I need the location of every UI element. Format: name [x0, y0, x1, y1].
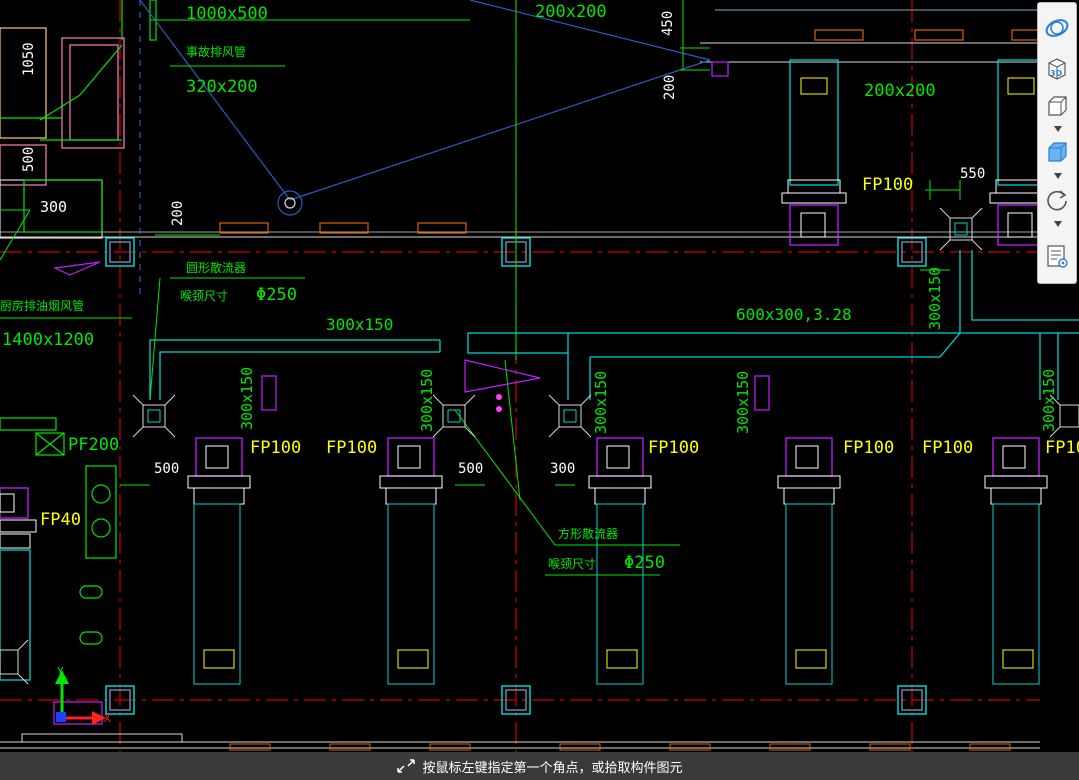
rotate-dropdown[interactable]	[1052, 219, 1064, 229]
view-cube-dropdown[interactable]	[1052, 124, 1064, 134]
label-fp100-2: FP100	[326, 438, 377, 458]
label-300x150-v4: 300x150	[734, 371, 752, 434]
label-kitchen-exhaust: 厨房排油烟风管	[0, 298, 84, 313]
axis-grid	[0, 0, 1040, 752]
label-200-v: 200	[662, 75, 678, 100]
label-diffuser-square: 方形散流器	[558, 526, 618, 541]
label-550: 550	[960, 166, 985, 182]
label-300: 300	[40, 198, 67, 216]
label-300x150-v6: 300x150	[1040, 369, 1058, 432]
label-500-b: 500	[458, 461, 483, 477]
rotate-icon	[1047, 190, 1067, 211]
view-toolbar: 3D	[1037, 2, 1077, 284]
label-300x150-v2: 300x150	[418, 369, 436, 432]
fcu-top-1[interactable]	[781, 77, 847, 246]
shafts	[0, 0, 157, 239]
shaded-view-button[interactable]	[1042, 137, 1072, 167]
shaded-cube-icon	[1048, 142, 1067, 162]
fan-coil-units[interactable]	[0, 77, 1048, 685]
diffuser-3[interactable]	[548, 394, 592, 438]
label-300x150-h: 300x150	[326, 315, 393, 334]
label-450: 450	[660, 11, 676, 36]
label-phi250-2: Φ250	[624, 553, 665, 573]
label-500-a: 500	[154, 461, 179, 477]
label-300x150-v5: 300x150	[926, 267, 944, 330]
duct-main[interactable]	[0, 59, 1079, 681]
cad-drawing[interactable]: 1000x500 200x200 450 1050 500 200 200 事故…	[0, 0, 1079, 752]
orbit-button[interactable]	[1042, 13, 1072, 43]
label-1000x500: 1000x500	[186, 4, 268, 24]
display-settings-button[interactable]	[1042, 241, 1072, 271]
pipes	[139, 0, 711, 300]
label-200-v2: 200	[170, 201, 186, 226]
misc-symbols	[0, 61, 770, 725]
view-3d-label: 3D	[1050, 69, 1063, 78]
columns	[105, 237, 927, 715]
fcu-1[interactable]	[187, 437, 251, 685]
fcu-3[interactable]	[588, 437, 652, 685]
label-1050: 1050	[21, 42, 37, 76]
label-500-left: 500	[21, 147, 37, 172]
label-fp100-5: FP100	[922, 438, 973, 458]
chevron-down-icon	[1054, 126, 1062, 132]
diffusers[interactable]	[0, 207, 1079, 685]
chevron-down-icon	[1054, 221, 1062, 227]
dimensions	[0, 0, 961, 576]
status-bar: 按鼠标左键指定第一个角点，或拾取构件图元	[0, 752, 1079, 780]
diffuser-5[interactable]	[1049, 394, 1079, 438]
view-cube-button[interactable]	[1042, 91, 1072, 121]
label-320x200: 320x200	[186, 77, 258, 97]
label-fp40: FP40	[40, 510, 81, 530]
fcu-2[interactable]	[379, 437, 443, 685]
list-view-icon	[1047, 245, 1068, 268]
label-300x150-v3: 300x150	[592, 371, 610, 434]
fcu-4[interactable]	[777, 437, 841, 685]
rotate-button[interactable]	[1042, 185, 1072, 215]
diffuser-1[interactable]	[132, 394, 176, 438]
ucs-axis	[55, 670, 106, 725]
axis-y-label: Y	[57, 665, 64, 678]
label-diffuser-round: 圆形散流器	[186, 260, 246, 275]
label-fp100-4: FP100	[843, 438, 894, 458]
label-300-b: 300	[550, 461, 575, 477]
diffuser-6[interactable]	[0, 639, 29, 685]
cube-3d-icon: 3D	[1048, 58, 1066, 80]
fcu-5[interactable]	[984, 437, 1048, 685]
label-300x150-v1: 300x150	[238, 367, 256, 430]
axis-x-label: X	[104, 712, 111, 725]
drawing-labels: 1000x500 200x200 450 1050 500 200 200 事故…	[0, 2, 1079, 725]
label-1400x1200: 1400x1200	[2, 330, 94, 350]
label-phi250-1: Φ250	[256, 285, 297, 305]
label-600x300: 600x300,3.28	[736, 305, 852, 324]
view-3d-button[interactable]: 3D	[1042, 53, 1072, 83]
orbit-icon	[1045, 19, 1069, 37]
cube-icon	[1048, 96, 1067, 116]
cad-canvas[interactable]: 1000x500 200x200 450 1050 500 200 200 事故…	[0, 0, 1079, 752]
shaded-view-dropdown[interactable]	[1052, 171, 1064, 181]
walls	[0, 9, 1041, 751]
label-fp100-6: FP100	[1045, 438, 1079, 458]
label-fp100-3: FP100	[648, 438, 699, 458]
label-200x200-top: 200x200	[535, 2, 607, 22]
diffuser-2[interactable]	[432, 394, 476, 438]
label-200x200-right: 200x200	[864, 81, 936, 101]
status-prompt: 按鼠标左键指定第一个角点，或拾取构件图元	[422, 760, 683, 776]
pick-corner-icon	[396, 758, 416, 774]
label-exhaust-duct: 事故排风管	[186, 44, 246, 59]
chevron-down-icon	[1054, 173, 1062, 179]
fcu-left[interactable]	[0, 487, 37, 549]
diffuser-4[interactable]	[939, 207, 983, 251]
label-throat-size-1: 喉颈尺寸	[180, 289, 228, 303]
label-throat-size-2: 喉颈尺寸	[548, 557, 596, 571]
label-fp100-1: FP100	[250, 438, 301, 458]
label-pf200: PF200	[68, 435, 119, 455]
label-fp100-top: FP100	[862, 175, 913, 195]
